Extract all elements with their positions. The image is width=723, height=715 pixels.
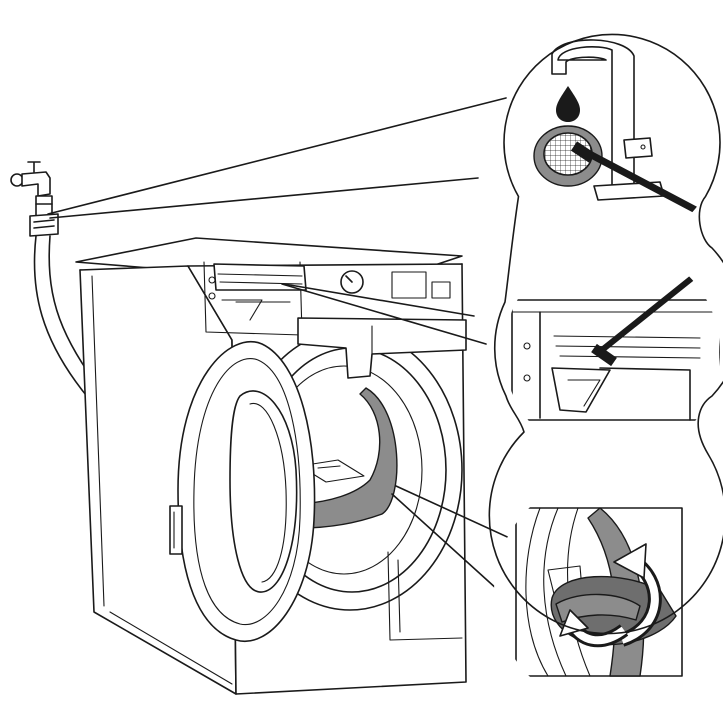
detail-seal (515, 507, 683, 677)
door (169, 341, 316, 643)
water-tap-icon (10, 161, 59, 237)
detail-circles-outline (488, 33, 723, 635)
callout-lines-seal (391, 485, 515, 591)
washing-machine-icon (75, 237, 467, 695)
callout-lines-filter (47, 97, 507, 219)
detail-drawer-icon (511, 299, 720, 421)
detail-filter (533, 39, 720, 230)
callout-lines-drawer (281, 283, 487, 345)
water-drop-icon (556, 86, 580, 122)
inlet-filter-icon (533, 125, 603, 187)
detail-drawer (511, 251, 720, 421)
